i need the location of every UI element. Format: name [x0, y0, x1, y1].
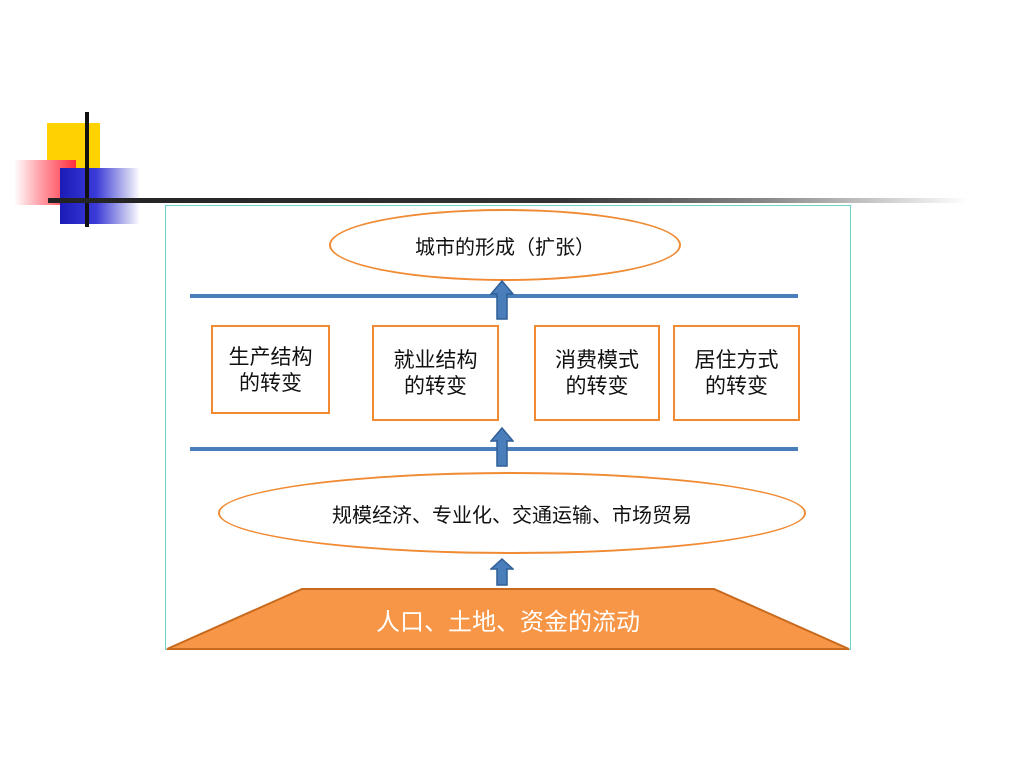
- decor-vertical-line: [85, 112, 89, 227]
- resource-flow-label-wrap: 人口、土地、资金的流动: [166, 588, 850, 650]
- economy-factors-ellipse: 规模经济、专业化、交通运输、市场贸易: [218, 472, 806, 554]
- up-arrow-top: [490, 280, 514, 320]
- box-line: 就业结构: [393, 348, 478, 372]
- consumption-pattern-box: 消费模式 的转变: [534, 325, 660, 421]
- box-line: 的转变: [565, 374, 629, 398]
- up-arrow-bottom: [490, 558, 514, 586]
- upper-divider: [190, 294, 798, 298]
- box-line: 的转变: [705, 374, 768, 398]
- city-formation-ellipse: 城市的形成（扩张）: [329, 209, 681, 281]
- box-line: 生产结构: [228, 344, 313, 369]
- economy-factors-label: 规模经济、专业化、交通运输、市场贸易: [332, 502, 692, 527]
- box-line: 的转变: [404, 374, 467, 398]
- city-formation-label: 城市的形成（扩张）: [415, 234, 595, 259]
- box-line: 消费模式: [555, 348, 639, 372]
- resource-flow-trapezoid: [166, 588, 850, 650]
- up-arrow-middle: [490, 427, 514, 467]
- employment-structure-box: 就业结构 的转变: [372, 325, 499, 421]
- resource-flow-label: 人口、土地、资金的流动: [376, 607, 640, 636]
- living-style-box: 居住方式 的转变: [673, 325, 800, 421]
- production-structure-box: 生产结构 的转变: [211, 325, 330, 414]
- decor-blue-square: [60, 168, 140, 224]
- box-line: 的转变: [239, 370, 302, 395]
- box-line: 居住方式: [694, 348, 779, 372]
- lower-divider: [190, 447, 798, 451]
- decor-horizontal-line: [48, 198, 968, 203]
